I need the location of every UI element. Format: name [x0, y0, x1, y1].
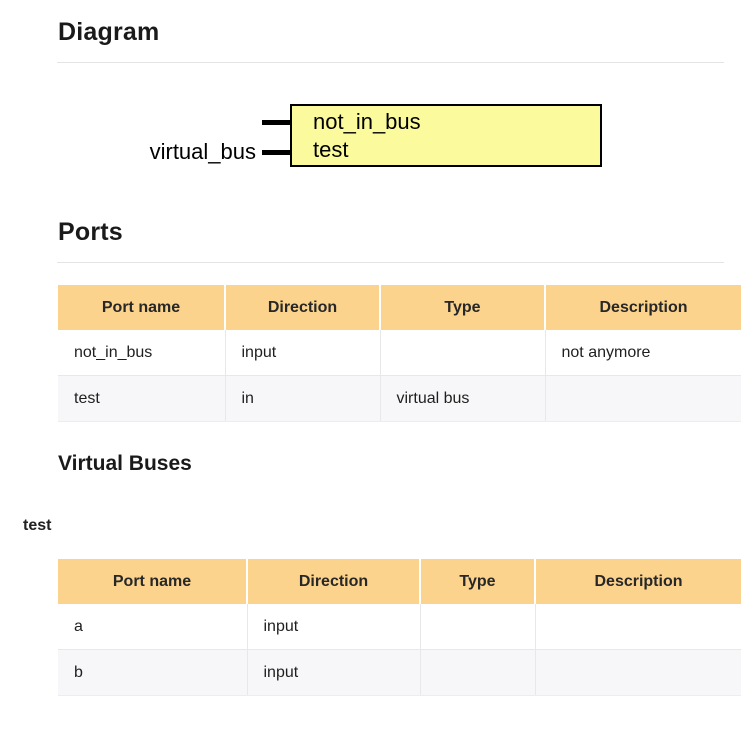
block-diagram: virtual_bus not_in_bus test	[0, 63, 751, 203]
cell-type	[419, 604, 535, 650]
table-row: b input	[58, 649, 741, 696]
column-header-port-name: Port name	[58, 285, 225, 330]
cell-description: not anymore	[544, 330, 741, 376]
table-row: not_in_bus input not anymore	[58, 330, 741, 376]
cell-direction: input	[246, 604, 420, 650]
cell-port-name: a	[58, 604, 247, 650]
cell-type: virtual bus	[379, 375, 545, 422]
table-row: a input	[58, 604, 741, 650]
diagram-input-label: virtual_bus	[149, 139, 256, 164]
virtual-bus-table: Port name Direction Type Description a i…	[58, 559, 741, 696]
port-connector-stub-bottom	[262, 150, 292, 155]
diagram-block: not_in_bus test	[290, 104, 602, 167]
cell-port-name: test	[58, 375, 225, 422]
ports-heading: Ports	[58, 218, 123, 246]
column-header-description: Description	[534, 559, 741, 604]
bus-name-label: test	[23, 517, 52, 534]
cell-type	[419, 649, 535, 696]
cell-description	[534, 649, 741, 696]
cell-type	[379, 330, 545, 376]
cell-description	[534, 604, 741, 650]
column-header-description: Description	[544, 285, 741, 330]
cell-direction: in	[224, 375, 380, 422]
diagram-port-label-not-in-bus: not_in_bus	[313, 109, 421, 134]
cell-port-name: b	[58, 649, 247, 696]
table-row: test in virtual bus	[58, 375, 741, 422]
diagram-heading: Diagram	[58, 18, 160, 46]
port-connector-stub-top	[262, 120, 292, 125]
column-header-direction: Direction	[246, 559, 420, 604]
virtual-buses-heading: Virtual Buses	[58, 452, 192, 475]
ports-table: Port name Direction Type Description not…	[58, 285, 741, 422]
cell-port-name: not_in_bus	[58, 330, 225, 376]
table-header-row: Port name Direction Type Description	[58, 285, 741, 330]
column-header-type: Type	[379, 285, 545, 330]
cell-direction: input	[246, 649, 420, 696]
column-header-type: Type	[419, 559, 535, 604]
table-header-row: Port name Direction Type Description	[58, 559, 741, 604]
column-header-port-name: Port name	[58, 559, 247, 604]
heading-divider	[57, 262, 724, 263]
diagram-port-label-test: test	[313, 137, 349, 162]
cell-direction: input	[224, 330, 380, 376]
cell-description	[544, 375, 741, 422]
column-header-direction: Direction	[224, 285, 380, 330]
heading-divider	[57, 62, 724, 63]
